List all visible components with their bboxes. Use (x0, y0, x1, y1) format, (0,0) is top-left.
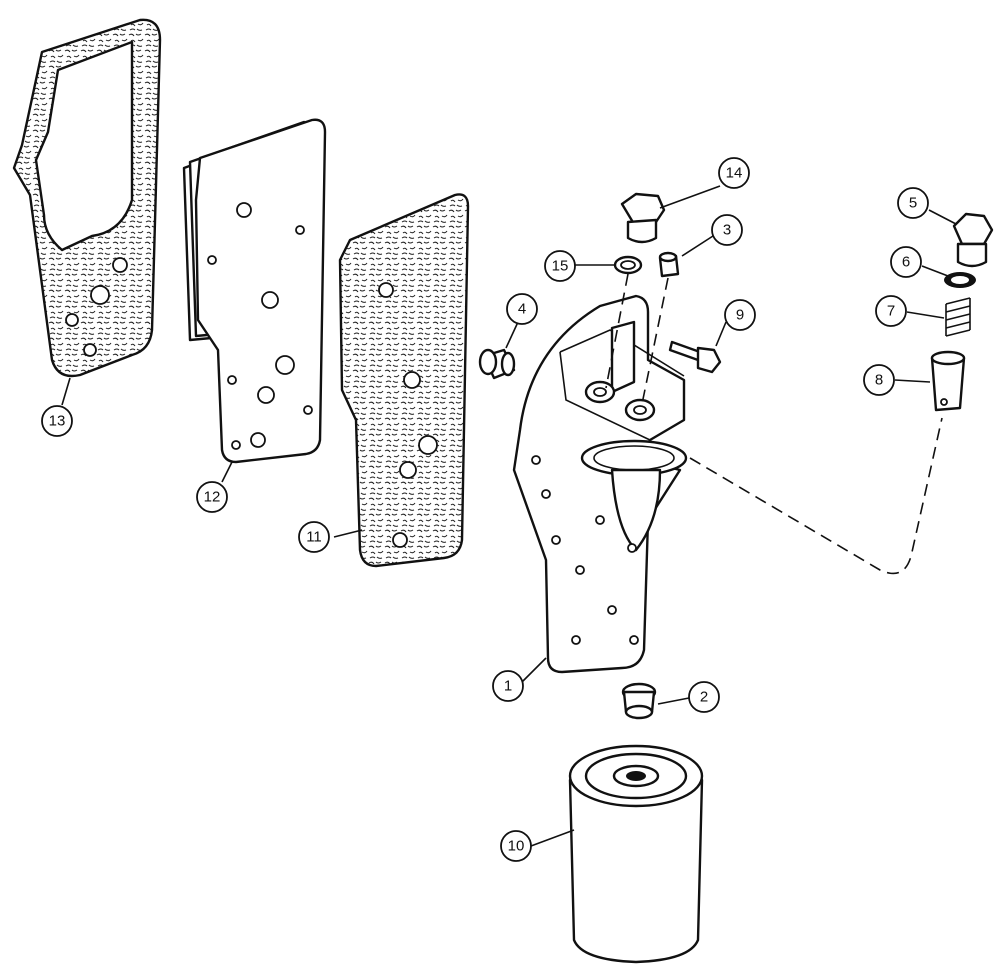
callout-1: 1 (492, 670, 524, 702)
dashed-alignment-line (605, 273, 629, 389)
cooler-plate-12 (182, 118, 327, 464)
callout-label: 12 (204, 489, 221, 506)
callout-label: 10 (508, 838, 525, 855)
callout-8: 8 (863, 364, 895, 396)
callout-label: 5 (909, 195, 917, 212)
callout-15: 15 (544, 250, 576, 282)
fitting-2 (621, 682, 657, 720)
callout-9: 9 (724, 299, 756, 331)
callout-13: 13 (41, 405, 73, 437)
gasket-11 (338, 193, 470, 568)
callout-label: 13 (49, 413, 66, 430)
plug-14 (620, 192, 666, 244)
callout-label: 8 (875, 372, 883, 389)
plug-5 (952, 212, 994, 268)
callout-label: 7 (887, 303, 895, 320)
bolt-9 (668, 340, 722, 374)
callout-7: 7 (875, 295, 907, 327)
o-ring-15 (613, 255, 643, 275)
gasket-13 (12, 18, 162, 378)
callout-label: 1 (504, 678, 512, 695)
callout-label: 11 (306, 529, 322, 546)
filter-head-1 (512, 294, 688, 674)
plug-4 (478, 348, 516, 380)
callout-label: 9 (736, 307, 744, 324)
callout-label: 2 (700, 689, 708, 706)
spring-7 (945, 297, 971, 337)
callout-5: 5 (897, 187, 929, 219)
leader-lines (61, 185, 957, 847)
callout-4: 4 (506, 293, 538, 325)
callout-label: 15 (552, 258, 569, 275)
callout-2: 2 (688, 681, 720, 713)
dashed-alignment-line (641, 277, 669, 405)
callout-14: 14 (718, 157, 750, 189)
filter-10 (568, 744, 704, 964)
callout-label: 4 (518, 301, 526, 318)
callout-3: 3 (711, 214, 743, 246)
callout-label: 3 (723, 222, 731, 239)
valve-8 (930, 350, 966, 412)
callout-6: 6 (890, 246, 922, 278)
callout-11: 11 (298, 521, 330, 553)
callout-12: 12 (196, 481, 228, 513)
callout-label: 6 (902, 254, 910, 271)
dashed-alignment-line (689, 417, 943, 575)
washer-6 (944, 272, 976, 288)
callout-10: 10 (500, 830, 532, 862)
callout-label: 14 (726, 165, 743, 182)
plug-3 (658, 251, 680, 278)
